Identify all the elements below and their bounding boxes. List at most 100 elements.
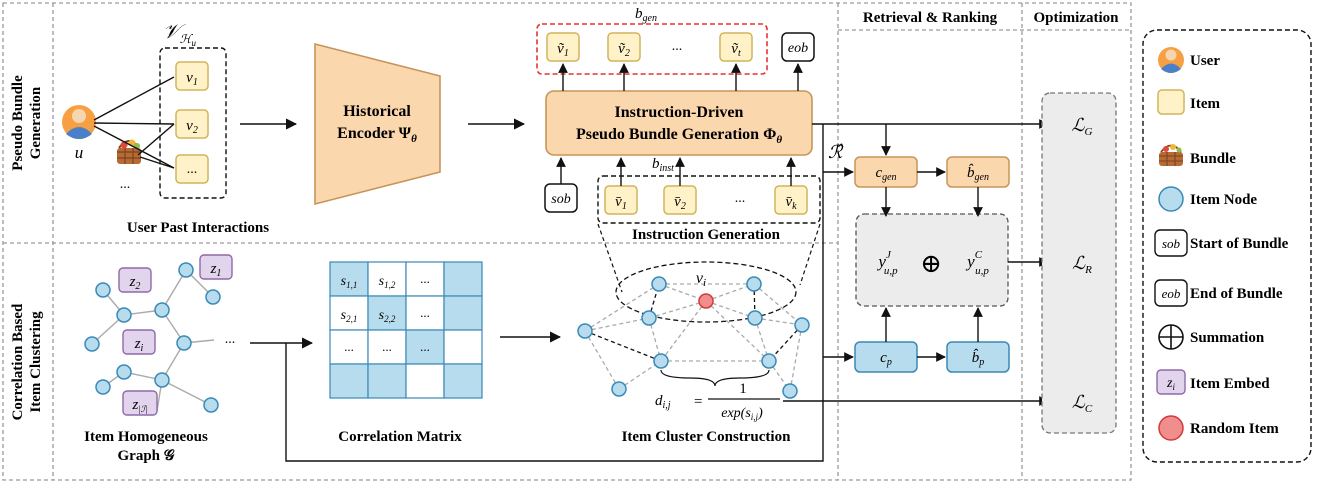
svg-text:...: ... bbox=[420, 271, 430, 286]
svg-text:s2,1: s2,1 bbox=[341, 308, 358, 324]
b-gen-label: b bbox=[635, 6, 643, 22]
svg-text:=: = bbox=[694, 394, 702, 410]
gen-item-1: ṽ1 bbox=[546, 32, 580, 62]
loss-c: ℒC bbox=[1072, 392, 1093, 415]
svg-text:b̂gen: b̂gen bbox=[967, 164, 989, 183]
sob-token: sob bbox=[544, 183, 578, 213]
history-frame bbox=[159, 47, 227, 199]
loss-g: ℒG bbox=[1072, 115, 1093, 138]
legend-eob-label: End of Bundle bbox=[1190, 286, 1283, 302]
history-dots: ... bbox=[120, 177, 131, 192]
vi-label: v bbox=[696, 270, 704, 287]
svg-text:...: ... bbox=[344, 339, 354, 354]
embed-z2 bbox=[118, 267, 152, 293]
item-graph: z2 z1 zi z|ℐ| bbox=[84, 254, 233, 416]
vh-subsub: u bbox=[192, 38, 197, 48]
svg-text:...: ... bbox=[420, 305, 430, 320]
section-frames bbox=[2, 2, 1132, 481]
svg-text:1: 1 bbox=[739, 381, 747, 397]
svg-text:b̂p: b̂p bbox=[972, 349, 985, 368]
svg-text:cgen: cgen bbox=[875, 165, 896, 183]
svg-text:z|ℐ|: z|ℐ| bbox=[131, 397, 147, 414]
svg-text:binst: binst bbox=[652, 156, 674, 174]
svg-text:v̄2: v̄2 bbox=[674, 194, 686, 212]
svg-text:eob: eob bbox=[1162, 286, 1181, 301]
gen-item-2: ṽ2 bbox=[607, 32, 641, 62]
section-title-retrieval: Retrieval & Ranking bbox=[863, 10, 998, 26]
bundle-icon bbox=[117, 139, 141, 164]
svg-text:v̄k: v̄k bbox=[785, 194, 797, 212]
svg-text:v1: v1 bbox=[186, 70, 198, 88]
item-cluster bbox=[577, 223, 821, 399]
svg-text:zi: zi bbox=[134, 336, 144, 354]
user-past-label: User Past Interactions bbox=[127, 220, 269, 236]
gen-item-t: ṽt bbox=[719, 32, 753, 62]
svg-text:v̄1: v̄1 bbox=[615, 194, 627, 212]
feedback-loop bbox=[285, 124, 824, 462]
svg-text:bgen: bgen bbox=[635, 6, 657, 24]
svg-text:vi: vi bbox=[696, 270, 706, 289]
section-label-pseudo-2: Generation bbox=[28, 86, 44, 159]
svg-text:exp(si,j): exp(si,j) bbox=[721, 406, 763, 422]
eob-token: eob bbox=[781, 32, 815, 62]
matrix-label: Correlation Matrix bbox=[338, 429, 462, 445]
b-p-hat-box: b̂p bbox=[946, 341, 1010, 373]
b-gen-frame bbox=[536, 23, 768, 75]
inst-item-k: v̄k bbox=[774, 185, 808, 215]
svg-text:Encoder Ψθ: Encoder Ψθ bbox=[337, 125, 417, 145]
legend-item-node-icon bbox=[1158, 186, 1184, 212]
cluster-label: Item Cluster Construction bbox=[622, 429, 792, 445]
b-inst-sub: inst bbox=[660, 163, 675, 174]
legend-item-label: Item bbox=[1190, 96, 1220, 112]
svg-text:𝒱ℋu: 𝒱ℋu bbox=[163, 21, 197, 48]
instruction-generation-label: Instruction Generation bbox=[632, 227, 781, 243]
section-label-corr-1: Correlation Based bbox=[10, 303, 26, 420]
legend-item-icon bbox=[1157, 89, 1185, 115]
correlation-matrix: s1,1 s1,2 ... s2,1 s2,2 ... ... ... ... bbox=[329, 261, 483, 399]
bundle-generator: Instruction-Driven Pseudo Bundle Generat… bbox=[545, 90, 813, 156]
legend-user-icon bbox=[1158, 47, 1184, 73]
user-icon bbox=[62, 105, 96, 139]
b-gen-hat-box: b̂gen bbox=[946, 156, 1010, 188]
svg-text:s1,2: s1,2 bbox=[379, 274, 396, 290]
user-label: u bbox=[75, 143, 84, 162]
embed-zI bbox=[122, 390, 158, 416]
r-hat-label: ℛ̂ bbox=[828, 142, 844, 162]
legend-bundle-icon bbox=[1159, 144, 1183, 166]
score-area bbox=[855, 213, 1009, 307]
svg-text:sob: sob bbox=[551, 192, 570, 207]
svg-text:cp: cp bbox=[880, 350, 892, 368]
b-inst-frame bbox=[597, 175, 821, 224]
loss-panel bbox=[1041, 92, 1117, 434]
inst-dots: ... bbox=[735, 191, 746, 206]
svg-text:ṽt: ṽt bbox=[731, 41, 741, 59]
legend-sob-label: Start of Bundle bbox=[1190, 236, 1289, 252]
svg-text:ṽ2: ṽ2 bbox=[618, 41, 630, 59]
inst-item-1: v̄1 bbox=[604, 185, 638, 215]
legend-eob-icon: eob bbox=[1154, 279, 1188, 307]
c-p-box: cp bbox=[854, 341, 918, 373]
graph-label-1: Item Homogeneous bbox=[84, 429, 208, 445]
svg-text:...: ... bbox=[420, 339, 430, 354]
section-title-optimization: Optimization bbox=[1034, 10, 1120, 26]
graph-dots: ... bbox=[225, 332, 236, 347]
svg-text:z2: z2 bbox=[129, 274, 141, 292]
legend-item-embed-label: Item Embed bbox=[1190, 376, 1270, 392]
gen-dots: ... bbox=[672, 39, 683, 54]
history-item-2: v2 bbox=[175, 109, 209, 139]
legend-item-node-label: Item Node bbox=[1190, 192, 1257, 208]
vi-sub: i bbox=[703, 277, 706, 289]
legend-user-label: User bbox=[1190, 53, 1220, 69]
history-item-3: ... bbox=[175, 154, 209, 184]
section-label-corr-2: Item Clustering bbox=[28, 311, 44, 413]
svg-text:ṽ1: ṽ1 bbox=[557, 41, 569, 59]
legend-random-item-label: Random Item bbox=[1190, 421, 1279, 437]
distance-formula: di,j = 1 exp(si,j) bbox=[655, 381, 780, 422]
loss-r: ℒR bbox=[1072, 253, 1092, 276]
svg-text:...: ... bbox=[382, 339, 392, 354]
svg-text:s1,1: s1,1 bbox=[341, 274, 358, 290]
section-label-pseudo-1: Pseudo Bundle bbox=[10, 75, 26, 171]
svg-text:z1: z1 bbox=[210, 261, 222, 279]
